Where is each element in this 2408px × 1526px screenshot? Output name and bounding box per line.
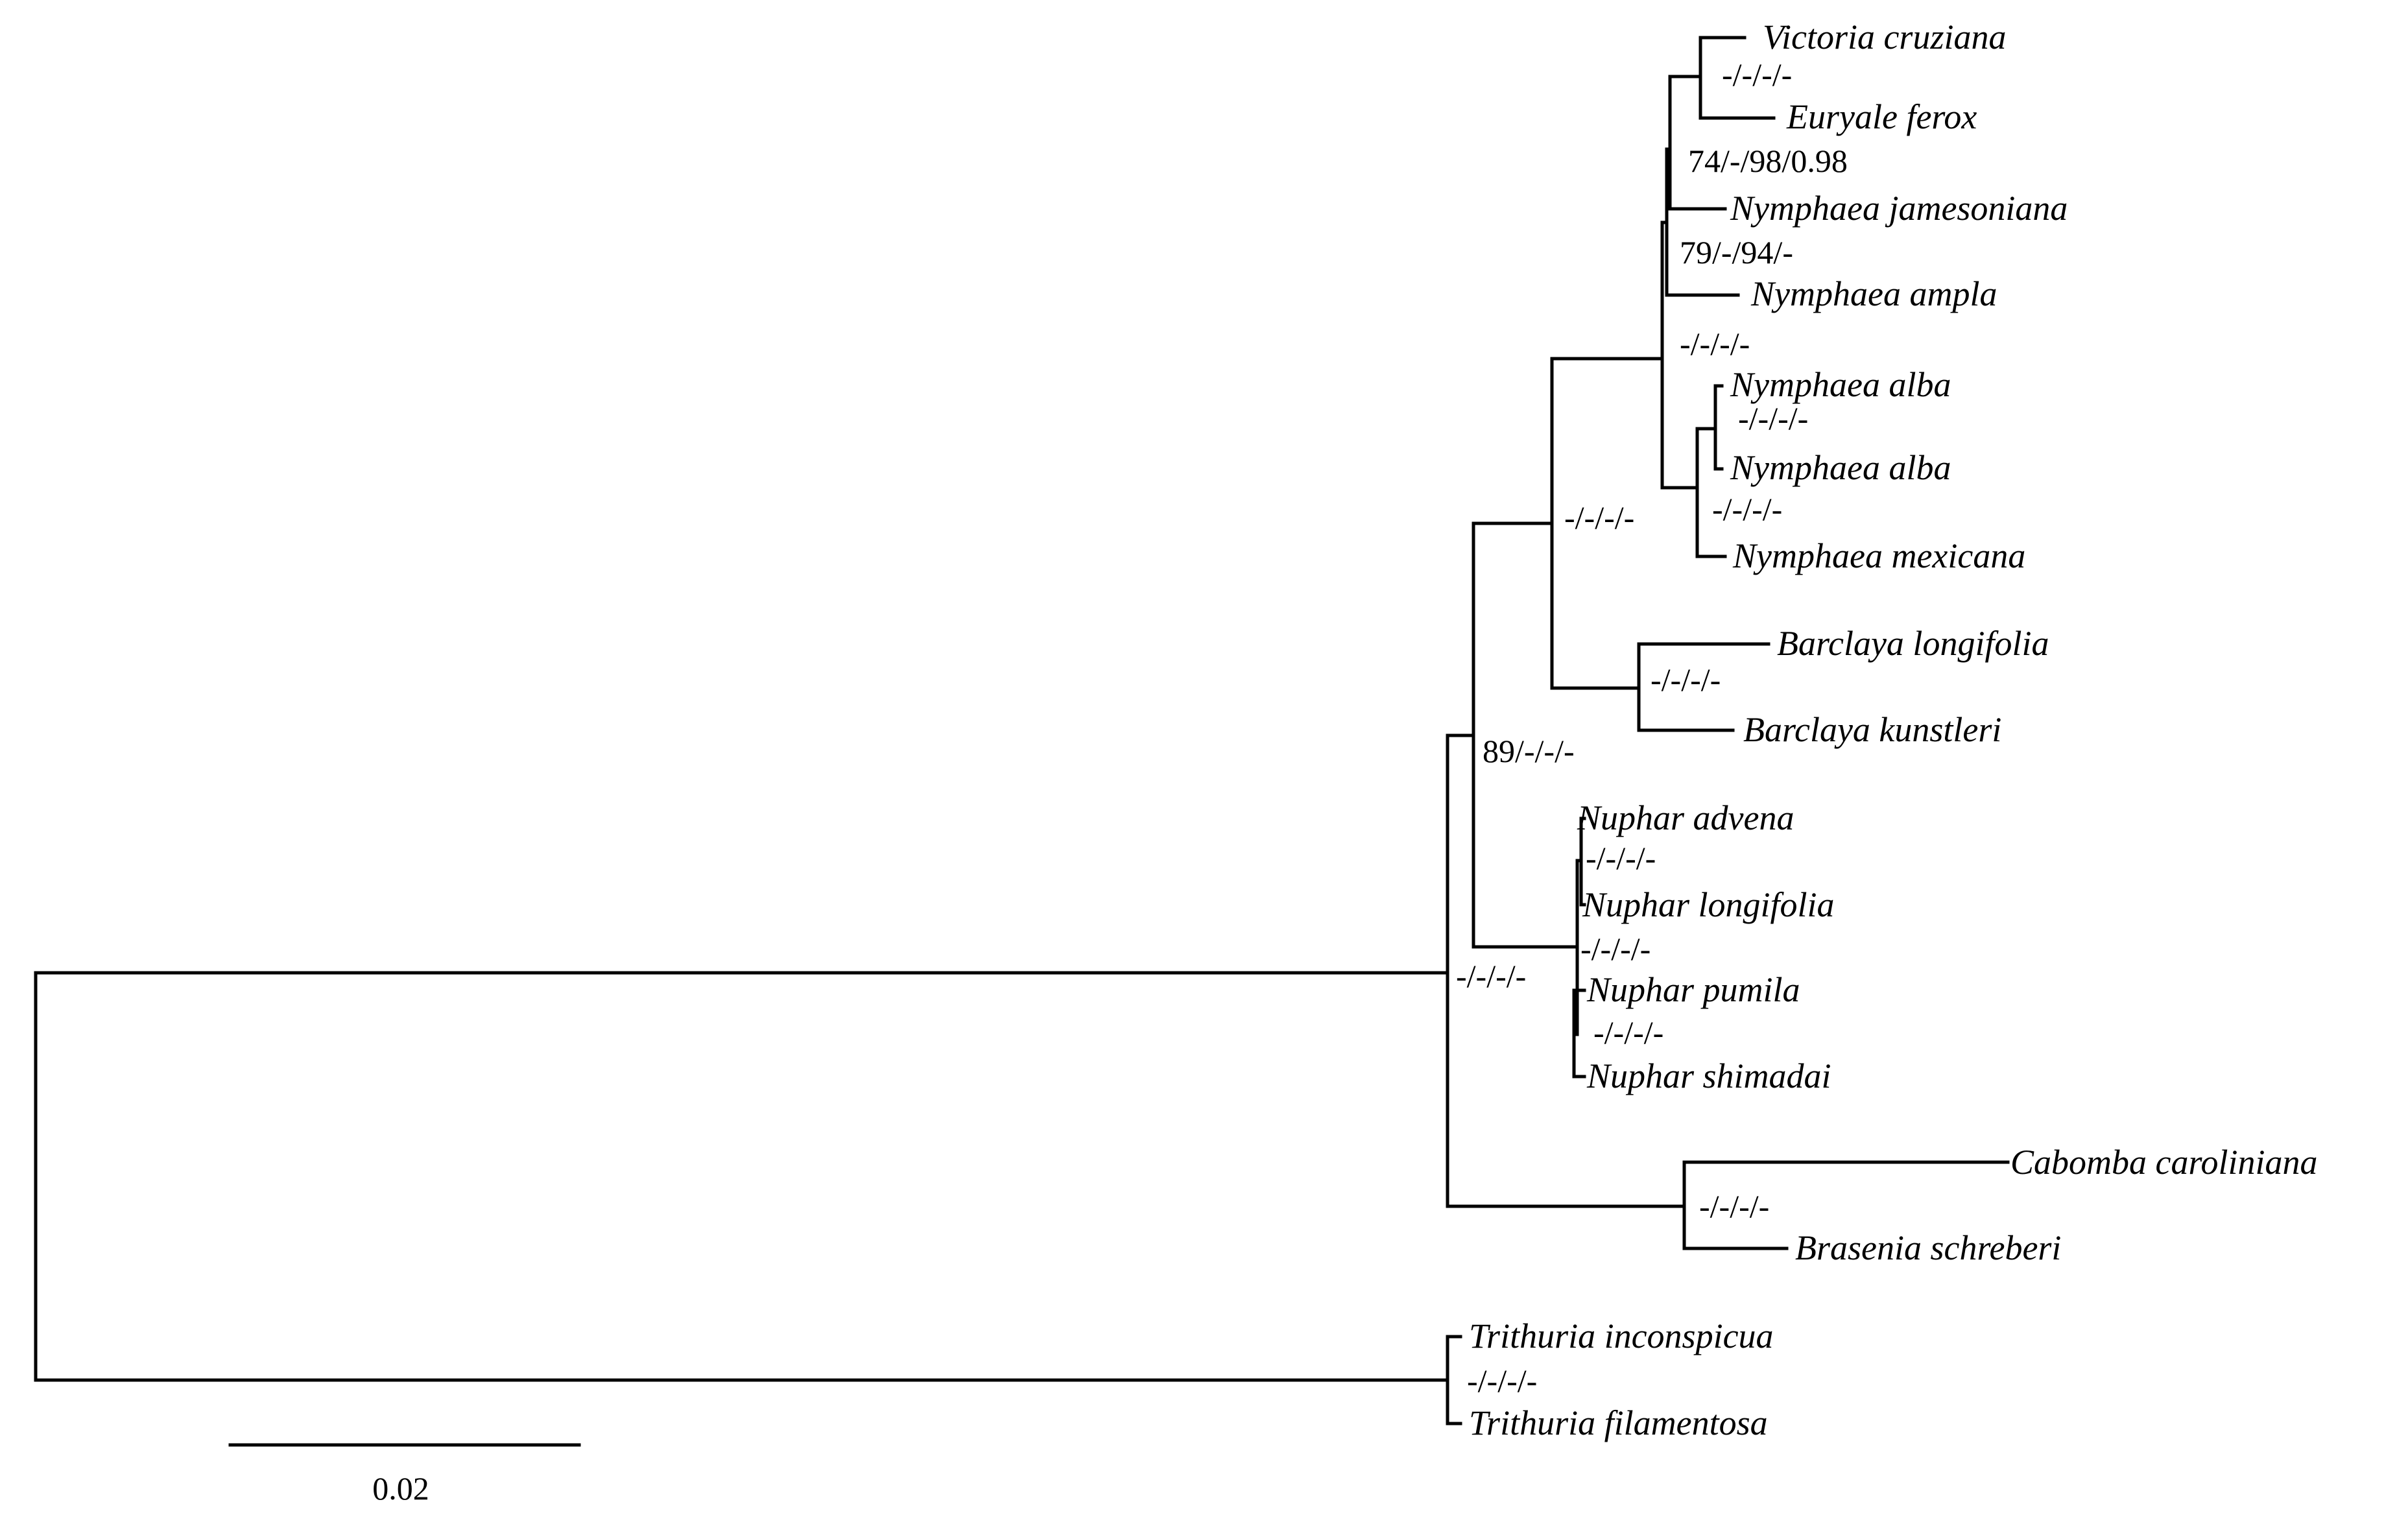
taxon-label: Nuphar pumila (1586, 970, 1800, 1009)
scale-bar: 0.02 (228, 1443, 581, 1507)
support-value: -/-/-/- (1586, 840, 1656, 876)
taxon-label: Nuphar longifolia (1582, 885, 1835, 924)
support-value: 74/-/98/0.98 (1688, 143, 1848, 179)
taxon-label: Trithuria filamentosa (1469, 1403, 1768, 1442)
taxon-label: Euryale ferox (1786, 97, 1977, 136)
taxon-label: Brasenia schreberi (1795, 1228, 2061, 1267)
support-value: 79/-/94/- (1680, 234, 1793, 270)
taxon-label: Barclaya longifolia (1777, 624, 2049, 663)
taxon-label: Trithuria inconspicua (1469, 1317, 1774, 1355)
scale-bar-label: 0.02 (372, 1470, 429, 1507)
taxon-label: Nuphar shimadai (1586, 1056, 1831, 1095)
taxon-label: Nymphaea jamesoniana (1730, 189, 2068, 228)
taxon-label: Nymphaea ampla (1750, 274, 1997, 313)
support-value: -/-/-/- (1456, 958, 1526, 994)
support-value: -/-/-/- (1651, 662, 1721, 698)
support-value: -/-/-/- (1580, 931, 1651, 967)
support-value: -/-/-/- (1680, 326, 1750, 362)
taxon-label: Nymphaea alba (1730, 448, 1951, 487)
tree-branches (34, 36, 2010, 1425)
taxon-labels: Victoria cruziana Euryale ferox Nymphaea… (1469, 18, 2318, 1442)
support-value: -/-/-/- (1722, 56, 1792, 93)
support-labels: -/-/-/- 74/-/98/0.98 79/-/94/- -/-/-/- -… (1456, 56, 1848, 1399)
support-value: -/-/-/- (1712, 491, 1782, 527)
taxon-label: Cabomba caroliniana (2010, 1143, 2318, 1182)
taxon-label: Nymphaea alba (1730, 365, 1951, 404)
taxon-label: Nuphar advena (1577, 798, 1794, 837)
taxon-label: Victoria cruziana (1763, 18, 2006, 56)
taxon-label: Barclaya kunstleri (1743, 710, 2001, 749)
support-value: -/-/-/- (1467, 1363, 1537, 1399)
support-value: -/-/-/- (1564, 499, 1634, 536)
taxon-label: Nymphaea mexicana (1732, 536, 2025, 575)
support-value: 89/-/-/- (1483, 733, 1575, 769)
support-value: -/-/-/- (1738, 400, 1808, 436)
support-value: -/-/-/- (1699, 1188, 1769, 1224)
support-value: -/-/-/- (1593, 1014, 1663, 1051)
